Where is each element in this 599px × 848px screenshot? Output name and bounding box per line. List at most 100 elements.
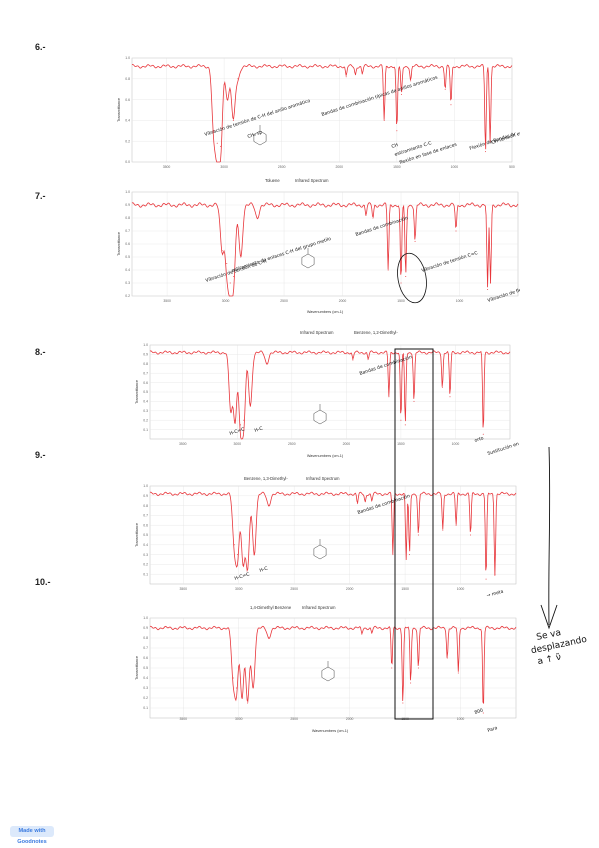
peak-point	[233, 276, 235, 277]
peak-point	[417, 667, 419, 669]
y-tick-label: 0.1	[143, 572, 148, 576]
peak-point	[414, 240, 416, 242]
side-note: Se va desplazando a ↑ ν̃	[530, 628, 588, 668]
peak-point	[249, 405, 251, 407]
handwritten-annotation: H-C=C	[234, 571, 250, 581]
x-tick-label: 1000	[452, 442, 460, 446]
x-tick-label: 2000	[335, 165, 343, 169]
peak-point	[226, 263, 228, 264]
peak-point	[388, 396, 390, 398]
peak-point	[229, 282, 231, 284]
peak-point	[383, 119, 385, 121]
peak-point	[441, 386, 443, 388]
y-tick-label: 1.0	[125, 56, 130, 60]
y-tick-label: 0.7	[143, 371, 148, 375]
peak-point	[227, 99, 229, 101]
y-tick-label: 0.4	[125, 119, 130, 123]
down-arrow-head	[540, 604, 558, 630]
handwritten-annotation: Para	[487, 725, 499, 734]
handwritten-annotation: CH	[391, 142, 399, 150]
spectrum-series-line	[149, 350, 511, 440]
x-tick-label: 3500	[179, 442, 187, 446]
peak-point	[345, 76, 347, 78]
spectrum-series-line	[131, 202, 519, 297]
peak-point	[405, 276, 407, 277]
x-tick-label: 3500	[163, 165, 171, 169]
benzene-ring-structure	[321, 666, 335, 682]
x-axis-label: Wavenumbers (cm-1)	[307, 454, 344, 458]
peak-point	[372, 217, 374, 219]
benzene-ring-structure	[301, 253, 315, 269]
x-tick-label: 2000	[346, 587, 354, 591]
x-tick-label: 3000	[222, 299, 230, 303]
peak-point	[391, 667, 393, 669]
x-tick-label: 1500	[397, 299, 405, 303]
chart-subtitle: Infrared Spectrum	[302, 605, 336, 610]
peak-point	[450, 104, 452, 106]
peak-point	[361, 633, 363, 635]
x-tick-label: 3500	[163, 299, 171, 303]
peak-point	[243, 419, 245, 421]
peak-point	[494, 573, 496, 575]
peak-point	[413, 400, 415, 402]
y-tick-label: 0.5	[143, 390, 148, 394]
x-axis-label: Wavenumbers (cm-1)	[312, 729, 349, 733]
peak-point	[470, 534, 472, 536]
peak-point	[241, 697, 243, 699]
peak-point	[444, 88, 446, 90]
peak-point	[364, 501, 366, 503]
x-tick-label: 2500	[280, 299, 288, 303]
y-tick-label: 0.7	[143, 514, 148, 518]
chart-title: 1,4-Dimethyl Benzene	[250, 605, 292, 610]
y-tick-label: 0.2	[143, 696, 148, 700]
peak-point	[354, 74, 356, 76]
goodnotes-badge: Made with Goodnotes	[10, 826, 54, 845]
x-tick-label: 1500	[393, 165, 401, 169]
peak-point	[252, 687, 254, 689]
y-tick-label: 0.4	[143, 676, 148, 680]
x-tick-label: 3500	[179, 587, 187, 591]
y-tick-label: 0.6	[143, 656, 148, 660]
y-tick-label: 0.6	[143, 381, 148, 385]
peak-point	[253, 554, 255, 556]
peak-point	[216, 142, 218, 144]
peak-point	[482, 712, 484, 714]
peak-point	[405, 559, 407, 560]
y-axis-label: Transmittance	[135, 523, 139, 547]
peak-point	[410, 80, 412, 82]
x-tick-label: 1000	[456, 299, 464, 303]
chart-title: Benzene, 1,3-Dimethyl-	[244, 476, 288, 481]
y-tick-label: 0.9	[143, 626, 148, 630]
peak-point	[240, 256, 242, 258]
peak-point	[417, 534, 419, 536]
peak-point	[487, 289, 489, 290]
x-tick-label: 3500	[179, 717, 187, 721]
handwritten-annotation: H-C	[259, 566, 269, 574]
peak-point	[485, 151, 487, 153]
y-tick-label: 0.7	[125, 229, 130, 233]
y-tick-label: 0.8	[143, 362, 148, 366]
peak-point	[256, 217, 258, 219]
spectrum-ortho-xylene-chart: Infrared Spectrum Benzene, 1,2-Dimethyl-…	[135, 330, 520, 458]
peak-point	[232, 119, 234, 121]
y-tick-label: 0.8	[125, 77, 130, 81]
peak-point	[234, 419, 236, 421]
peak-point	[396, 130, 398, 132]
question-number-6: 6.-	[35, 42, 46, 52]
side-note-line-3: a ↑ ν̃	[537, 653, 562, 668]
peak-point	[268, 505, 270, 507]
y-tick-label: 1.0	[143, 343, 148, 347]
y-tick-label: 0.1	[143, 428, 148, 432]
peak-point	[247, 568, 249, 570]
y-tick-label: 0.3	[143, 409, 148, 413]
peak-point	[371, 500, 373, 502]
x-tick-label: 3000	[235, 587, 243, 591]
peak-point	[365, 214, 367, 216]
peak-point	[236, 687, 238, 689]
chart-title: Toluene	[265, 178, 280, 183]
plot-frame	[131, 57, 513, 163]
peak-point	[387, 269, 389, 271]
x-tick-label: 2000	[343, 442, 351, 446]
handwritten-annotation: H-C	[254, 426, 264, 434]
